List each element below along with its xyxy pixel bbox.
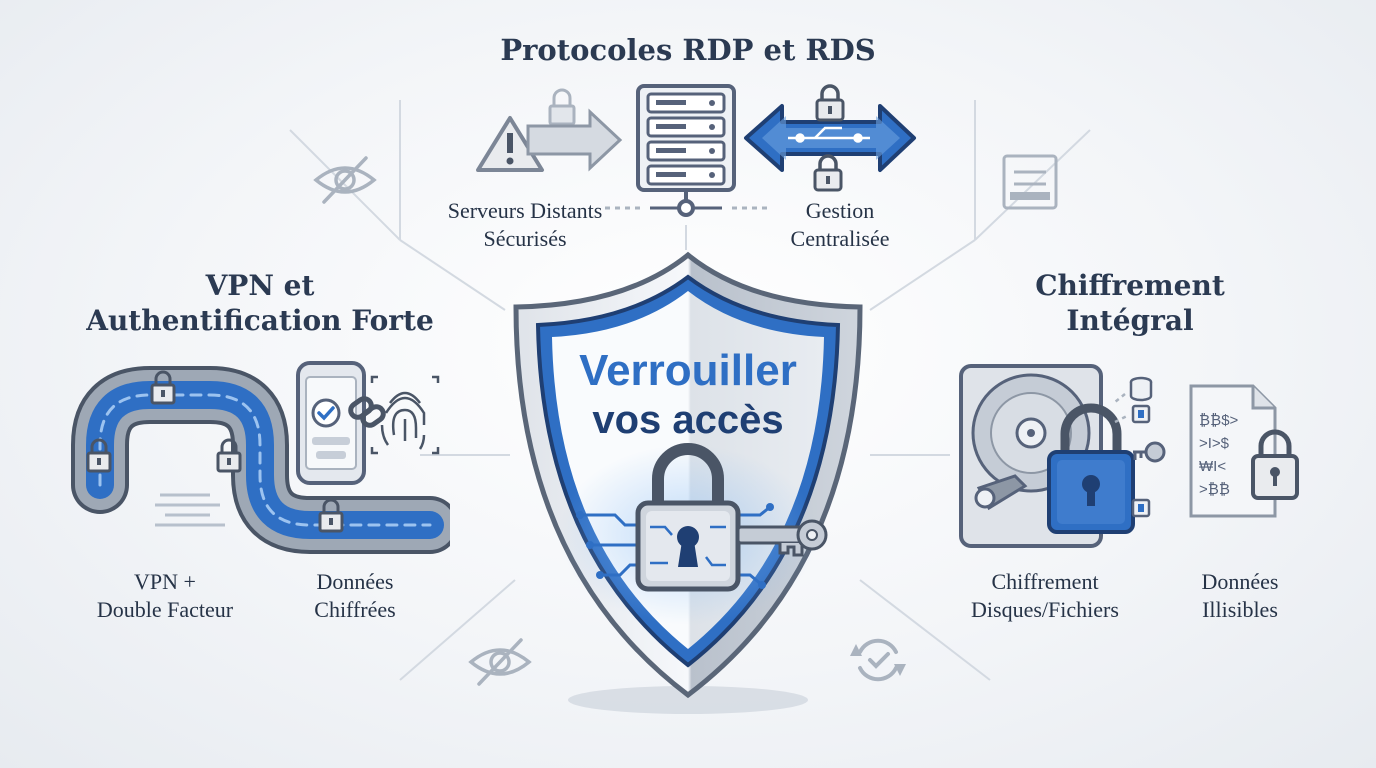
top-right-label: Gestion Centralisée bbox=[790, 198, 890, 251]
phone-icon bbox=[296, 361, 366, 485]
cipher-line: >₿₿ bbox=[1199, 481, 1230, 498]
refresh-check-icon bbox=[850, 638, 906, 682]
cipher-line: >I>$ bbox=[1199, 435, 1230, 452]
cipher-line: ₩I< bbox=[1199, 458, 1226, 475]
lock-icon bbox=[318, 498, 344, 533]
right-left-label: Chiffrement Disques/Fichiers bbox=[971, 569, 1119, 622]
lock-icon bbox=[86, 438, 112, 473]
eye-slash-icon bbox=[468, 638, 532, 686]
left-left-label: VPN + Double Facteur bbox=[96, 569, 234, 622]
fingerprint-icon bbox=[370, 375, 440, 455]
lock-icon bbox=[1251, 429, 1299, 500]
shield-emblem: Verrouiller vos accès bbox=[513, 251, 863, 714]
right-section-title: Chiffrement Intégral bbox=[1035, 269, 1225, 337]
cipher-line: ₿₿$> bbox=[1199, 412, 1239, 429]
lock-icon bbox=[150, 370, 176, 405]
left-right-label: Données Chiffrées bbox=[314, 569, 396, 622]
right-right-label: Données Illisibles bbox=[1201, 569, 1279, 622]
server-icon bbox=[600, 84, 770, 217]
center-title-line2: vos accès bbox=[592, 398, 783, 442]
lock-icon bbox=[815, 84, 845, 122]
center-title-line1: Verrouiller bbox=[579, 346, 797, 395]
warning-icon bbox=[476, 116, 544, 172]
lock-icon bbox=[635, 443, 741, 592]
top-left-label: Serveurs Distants Sécurisés bbox=[447, 198, 603, 251]
lock-icon bbox=[216, 438, 242, 473]
lock-icon bbox=[548, 88, 576, 126]
key-icon bbox=[1133, 441, 1166, 463]
rdp-diagram bbox=[476, 84, 916, 217]
key-icon bbox=[736, 519, 828, 557]
top-section-title: Protocoles RDP et RDS bbox=[500, 33, 876, 67]
lock-icon bbox=[1047, 403, 1135, 534]
eye-slash-icon bbox=[313, 156, 377, 204]
double-arrow bbox=[744, 104, 916, 172]
encryption-diagram: ₿₿$> >I>$ ₩I< >₿₿ bbox=[959, 364, 1299, 548]
document-icon bbox=[1002, 154, 1058, 210]
left-section-title: VPN et Authentification Forte bbox=[86, 269, 434, 337]
lock-icon bbox=[813, 154, 843, 192]
vpn-tunnel-diagram bbox=[71, 361, 450, 554]
